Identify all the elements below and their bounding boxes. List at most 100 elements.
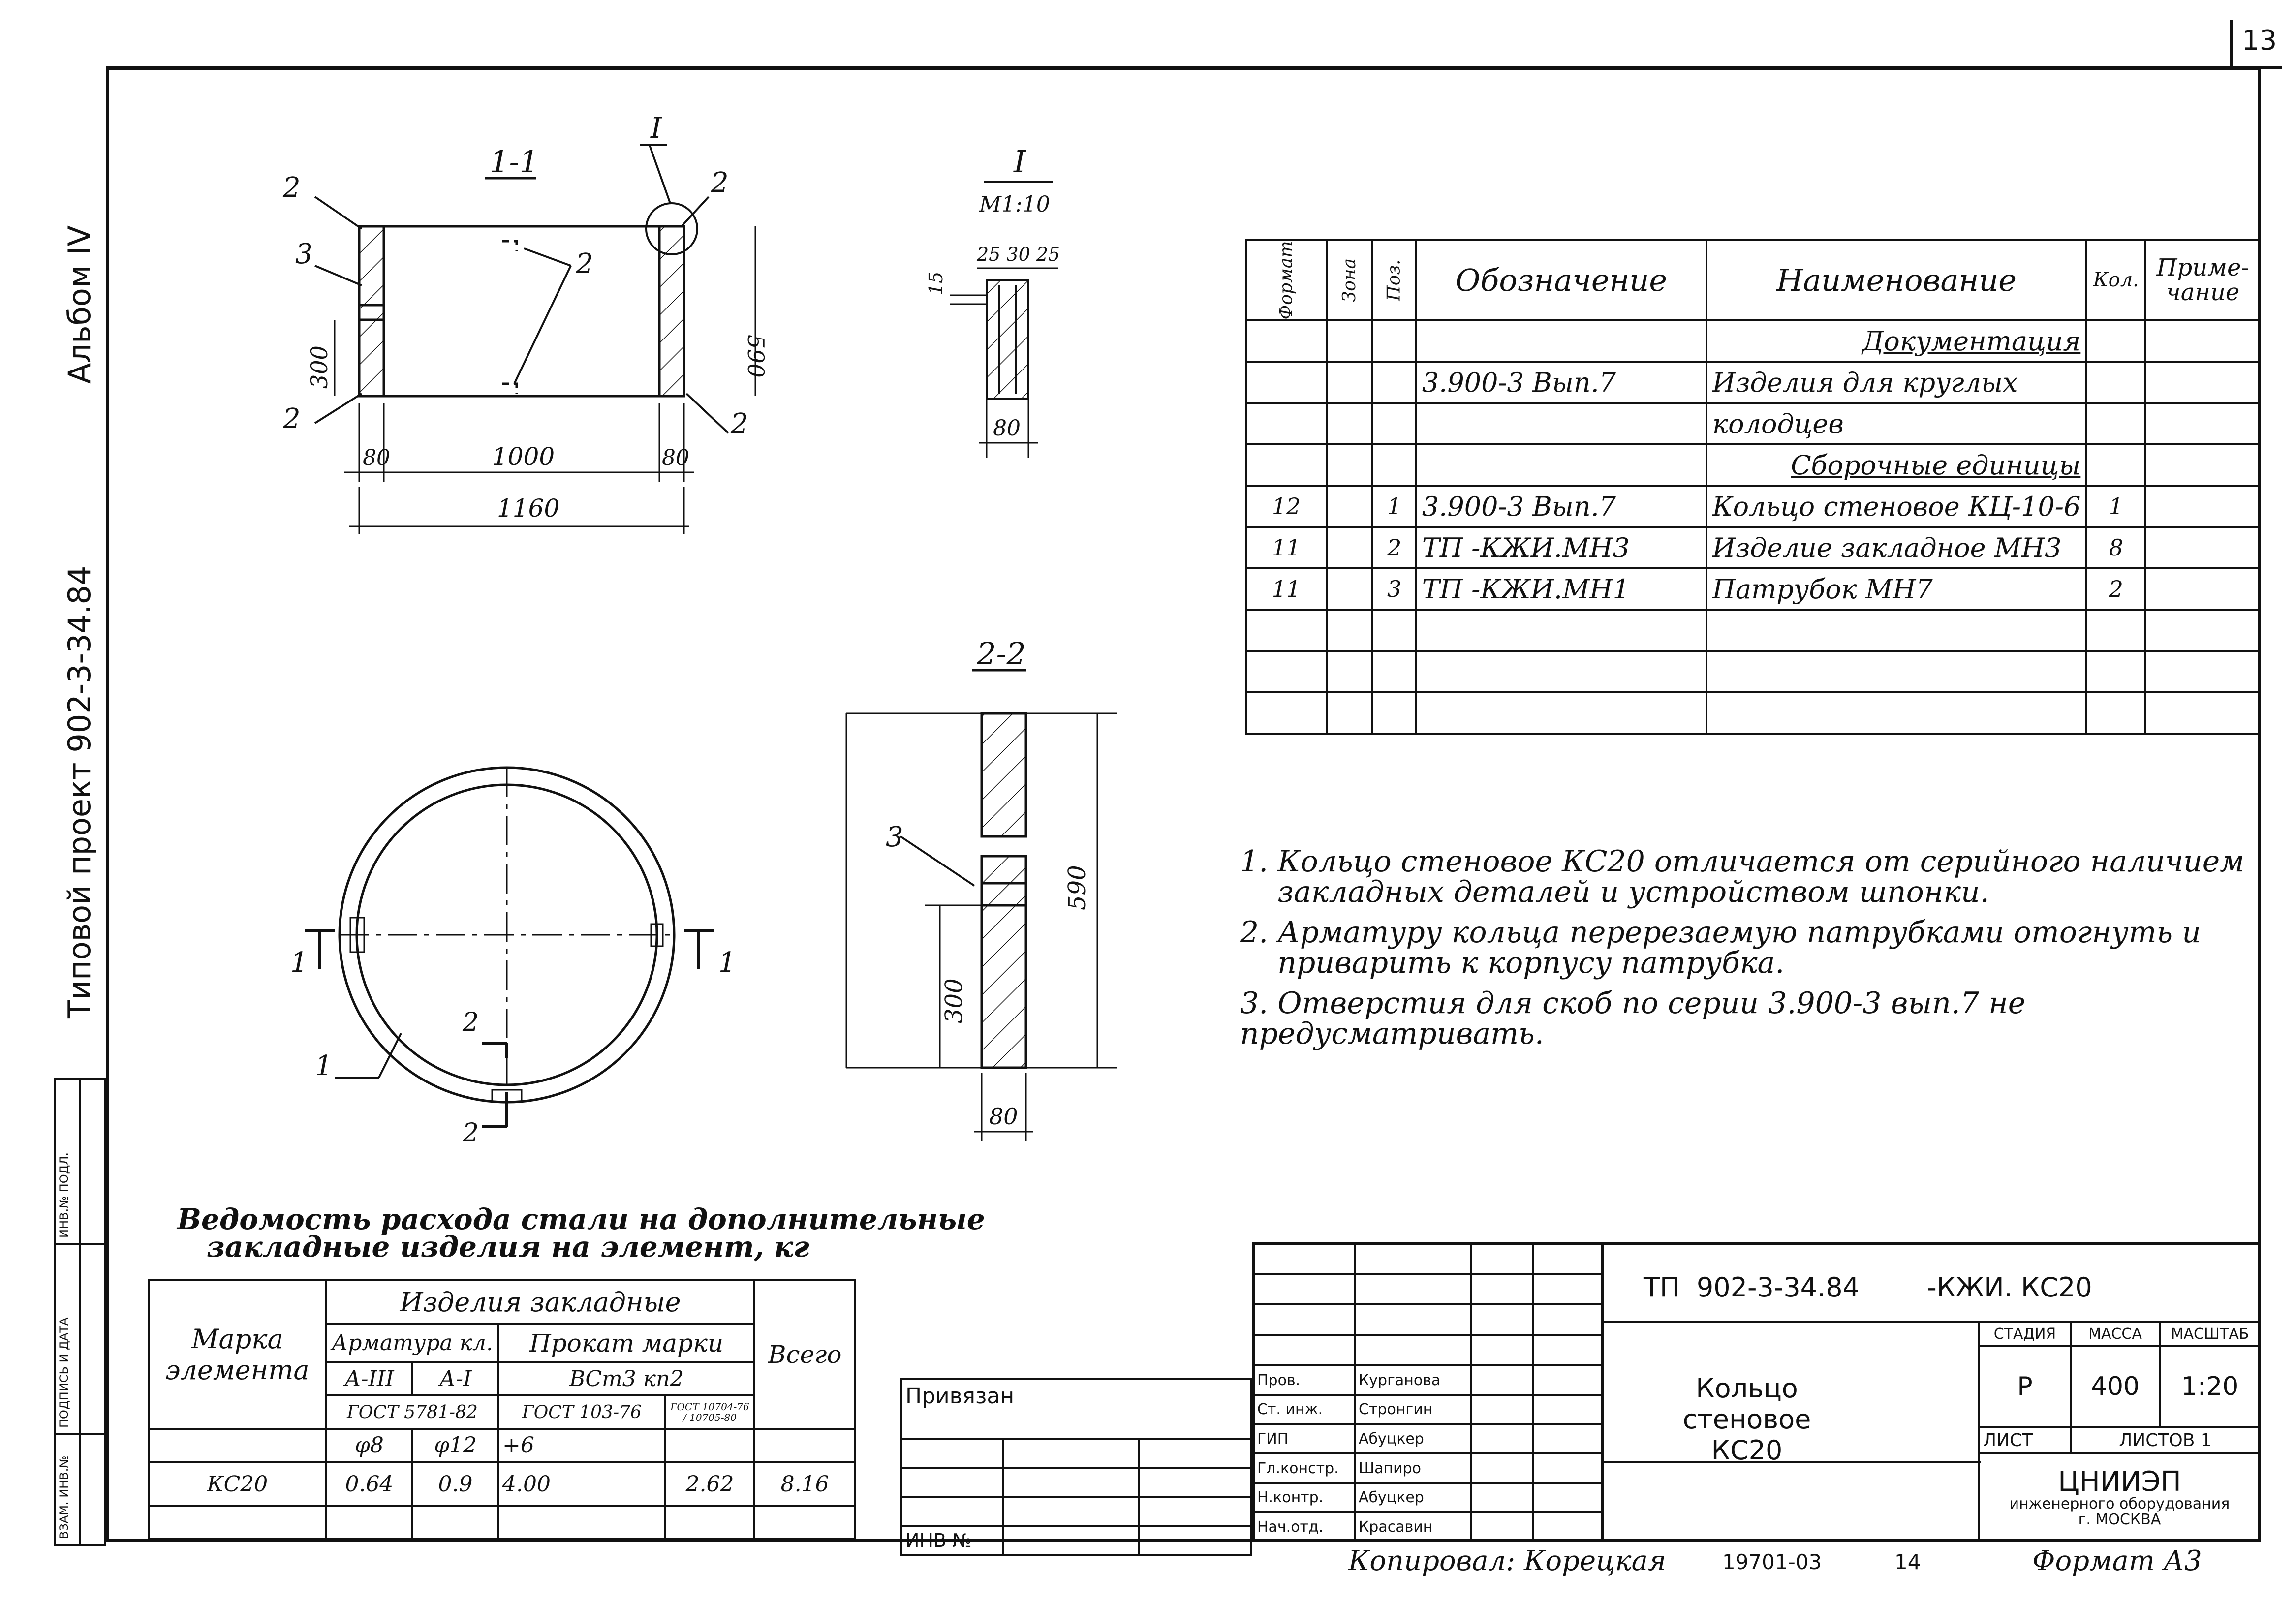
spec-cell-format (1244, 691, 1328, 735)
spec-cell-pos (1371, 361, 1417, 404)
spec-cell-name (1705, 691, 2088, 735)
steel-h-mark: Марка элемента (148, 1279, 327, 1430)
note-1b: закладных деталей и устройством шпонки. (1240, 875, 1989, 909)
steel-h-items: Изделия закладные (325, 1279, 756, 1325)
label-pos-2e: 2 (730, 408, 748, 440)
spec-cell-format (1244, 361, 1328, 404)
section-2-dim-590: 590 (1063, 865, 1091, 910)
steel-mark: КС20 (148, 1461, 327, 1507)
signature-mark (1470, 1394, 1534, 1425)
spec-cell-format: 11 (1244, 567, 1328, 611)
notes: 1. Кольцо стеновое КС20 отличается от се… (1240, 846, 2296, 1049)
dim-15: 15 (925, 272, 947, 295)
spec-cell-designation (1415, 319, 1707, 363)
strip-cell-sign: ПОДПИСЬ И ДАТА (54, 1243, 81, 1435)
spec-row: Документация (1244, 319, 2261, 363)
dim-300: 300 (306, 345, 333, 389)
spec-cell-zone (1326, 319, 1374, 363)
steel-title-line-2: закладные изделия на элемент, кг (207, 1230, 809, 1264)
signature-role: Гл.констр. (1252, 1452, 1356, 1484)
sheets-label: ЛИСТОВ 1 (2070, 1426, 2261, 1454)
spec-cell-designation: ТП -КЖИ.МН3 (1415, 526, 1707, 569)
title-code: ТП 902-3-34.84 -КЖИ. КС20 (1644, 1272, 2092, 1303)
signature-name: Стронгин (1354, 1394, 1472, 1425)
detail-dim-80: 80 (993, 416, 1021, 441)
spec-cell-qty (2085, 650, 2147, 693)
footer-code: 19701-03 (1722, 1550, 1822, 1574)
detail-scale: М1:10 (979, 192, 1050, 217)
spec-cell-name: Документация (1705, 319, 2088, 363)
note-2a: 2. Арматуру кольца перерезаемую патрубка… (1240, 915, 2201, 950)
signature-name: Курганова (1354, 1364, 1472, 1396)
spec-cell-pos: 2 (1371, 526, 1417, 569)
stage-value: Р (1978, 1345, 2072, 1428)
left-title-strip: ИНВ.№ ПОДЛ. ПОДПИСЬ И ДАТА ВЗАМ. ИНВ.№ (54, 1078, 106, 1546)
steel-table: Марка элемента Изделия закладные Всего А… (148, 1279, 856, 1540)
spec-cell-zone (1326, 361, 1374, 404)
spec-cell-qty (2085, 319, 2147, 363)
mass-header: МАССА (2070, 1321, 2161, 1347)
spec-cell-qty (2085, 691, 2147, 735)
steel-h-d8: φ8 (325, 1428, 414, 1463)
specification-table: Формат Зона Поз. Обозначение Наименовани… (1244, 239, 2261, 735)
spec-cell-designation (1415, 609, 1707, 652)
signature-name: Красавин (1354, 1511, 1472, 1542)
spec-cell-note (2144, 691, 2261, 735)
spec-header-row: Формат Зона Поз. Обозначение Наименовани… (1244, 239, 2261, 321)
spec-cell-note (2144, 650, 2261, 693)
spec-cell-pos: 3 (1371, 567, 1417, 611)
spec-cell-format: 11 (1244, 526, 1328, 569)
spec-cell-note (2144, 402, 2261, 445)
steel-h-t6: +6 (497, 1428, 666, 1463)
footer-num: 14 (1894, 1550, 1921, 1574)
signature-row: Ст. инж.Стронгин (1252, 1394, 1603, 1425)
signature-date (1532, 1511, 1603, 1542)
steel-a1: 0.9 (411, 1461, 500, 1507)
signature-row: Н.контр.Абуцкер (1252, 1481, 1603, 1513)
title-name: Кольцо стеновое КС20 (1634, 1373, 1860, 1466)
spec-cell-pos (1371, 319, 1417, 363)
spec-cell-note (2144, 609, 2261, 652)
spec-cell-qty: 2 (2085, 567, 2147, 611)
spec-cell-zone (1326, 691, 1374, 735)
spec-cell-name: Патрубок МН7 (1705, 567, 2088, 611)
signature-name: Шапиро (1354, 1452, 1472, 1484)
spec-cell-pos (1371, 691, 1417, 735)
spec-header-zone: Зона (1326, 239, 1374, 321)
title-stage-table: СТАДИЯ МАССА МАСШТАБ Р 400 1:20 ЛИСТ ЛИС… (1978, 1321, 2261, 1542)
mass-value: 400 (2070, 1345, 2161, 1428)
steel-h-blank-3 (753, 1428, 856, 1463)
section-1-1-title: 1-1 (490, 144, 539, 180)
steel-h-blank-2 (664, 1428, 756, 1463)
spec-cell-name: Изделие закладное МН3 (1705, 526, 2088, 569)
spec-header-pos: Поз. (1371, 239, 1417, 321)
label-pos-3-section: 3 (886, 821, 903, 853)
steel-rolled: 4.00 (497, 1461, 666, 1507)
signature-name: Абуцкер (1354, 1423, 1472, 1455)
dim-80-left: 80 (363, 445, 390, 470)
spec-row (1244, 609, 2261, 652)
footer-copied: Копировал: Корецкая (1348, 1545, 1667, 1577)
steel-h-steel: ВСт3 кп2 (497, 1361, 756, 1397)
spec-cell-note (2144, 567, 2261, 611)
signature-mark (1470, 1511, 1534, 1542)
spec-cell-name: Изделия для круглых (1705, 361, 2088, 404)
spec-cell-zone (1326, 526, 1374, 569)
dim-1160: 1160 (497, 494, 559, 523)
steel-h-gost2: ГОСТ 103-76 (497, 1394, 666, 1430)
signature-row: Пров.Курганова (1252, 1364, 1603, 1396)
title-divider-v (1602, 1242, 1604, 1542)
steel-pipe: 2.62 (664, 1461, 756, 1507)
spec-cell-format (1244, 319, 1328, 363)
spec-cell-qty (2085, 443, 2147, 487)
spec-cell-designation (1415, 691, 1707, 735)
callout-I: I (650, 111, 662, 145)
spec-cell-pos: 1 (1371, 485, 1417, 528)
dim-25-30-25: 25 30 25 (976, 244, 1060, 265)
spec-cell-zone (1326, 402, 1374, 445)
strip-cell-inv: ИНВ.№ ПОДЛ. (54, 1078, 81, 1245)
